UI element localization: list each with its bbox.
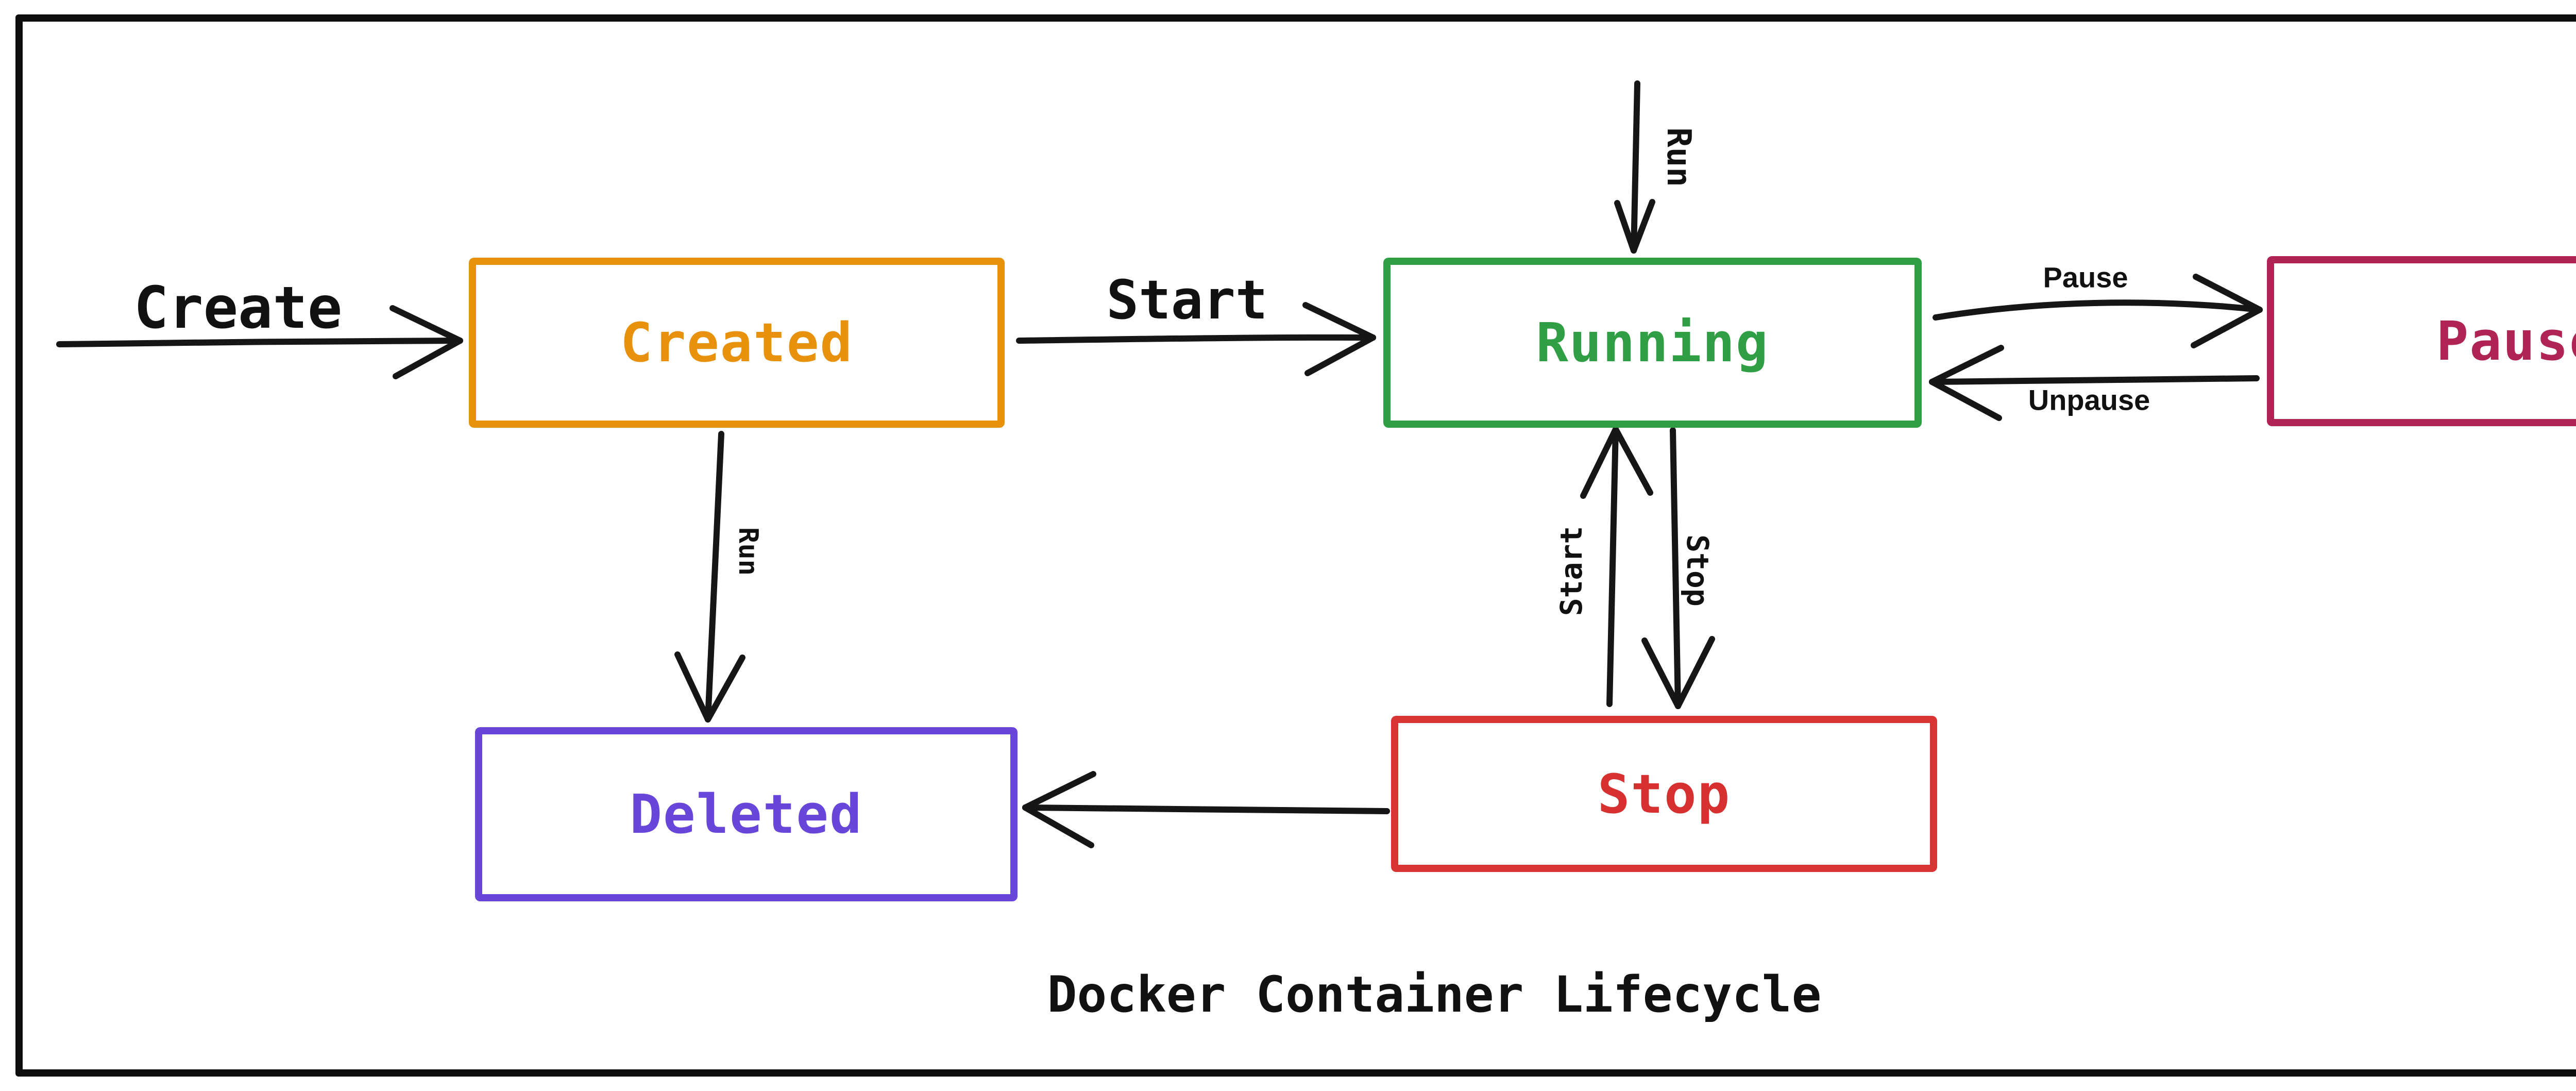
arrow-start-stop-running [1580, 426, 1653, 707]
edge-label-start-vertical: Start [1554, 526, 1589, 616]
arrow-run-into-running [1614, 80, 1655, 254]
edge-label-stop-vertical: Stop [1680, 534, 1715, 607]
arrow-start-created-running [1016, 302, 1376, 376]
state-label-deleted: Deleted [630, 783, 863, 846]
edge-label-run-top: Run [1659, 127, 1698, 187]
state-label-running: Running [1536, 311, 1769, 374]
state-box-stop: Stop [1391, 716, 1937, 872]
state-box-running: Running [1383, 258, 1922, 428]
arrow-stop-deleted [1022, 771, 1390, 848]
edge-label-unpause: Unpause [2028, 383, 2150, 416]
edge-label-run-created-deleted: Run [733, 527, 764, 576]
state-label-created: Created [620, 311, 854, 374]
outer-frame [15, 14, 2576, 1077]
arrow-unpause [1929, 345, 2260, 421]
edge-label-create: Create [133, 275, 343, 342]
arrow-run-created-deleted [674, 431, 745, 723]
state-box-paused: Paused [2267, 256, 2576, 426]
state-box-deleted: Deleted [475, 727, 1018, 901]
state-label-paused: Paused [2436, 310, 2576, 373]
edge-label-pause: Pause [2043, 261, 2128, 294]
edge-label-start: Start [1106, 268, 1268, 331]
arrow-pause [1933, 274, 2263, 348]
arrow-create [56, 305, 463, 379]
diagram-title: Docker Container Lifecycle [1047, 966, 1822, 1023]
arrow-stop-running-stop [1641, 427, 1715, 709]
state-label-stop: Stop [1597, 762, 1731, 826]
state-box-created: Created [469, 258, 1005, 428]
